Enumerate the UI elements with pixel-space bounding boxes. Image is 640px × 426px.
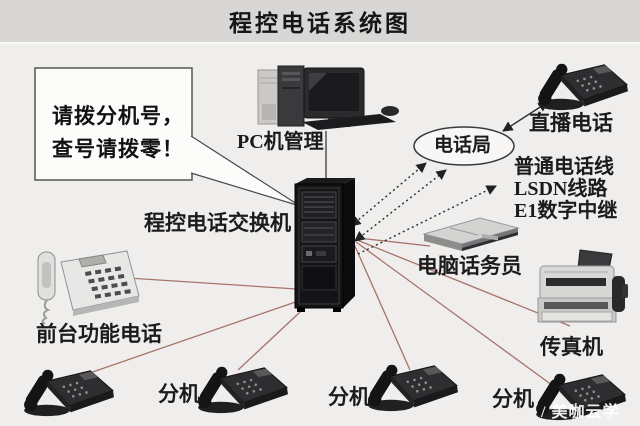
pc-label: PC机管理 xyxy=(237,131,324,153)
exchange-label: 程控电话交换机 xyxy=(144,211,291,235)
direct-dial-phone-label: 直播电话 xyxy=(529,111,613,135)
extension-label-1: 分机 xyxy=(158,382,200,406)
trunk-line-2-label: LSDN线路 xyxy=(514,178,608,200)
trunk-line-3-label: E1数字中继 xyxy=(514,200,618,222)
direct-dial-phone-icon xyxy=(537,63,629,111)
title-bar: 程控电话系统图 xyxy=(0,0,640,44)
front-desk-phone-label: 前台功能电话 xyxy=(36,322,162,346)
telephone-office-node xyxy=(413,126,515,166)
line-to-fax xyxy=(356,239,571,327)
extension-label-2: 分机 xyxy=(328,385,370,409)
callout-bubble xyxy=(34,67,301,207)
dotted-arrow-exchange-office-2 xyxy=(354,169,447,242)
extension-label-3: 分机 xyxy=(492,387,534,411)
line-to-extension-4 xyxy=(355,241,557,389)
exchange-rack-icon xyxy=(294,178,355,312)
page-title: 程控电话系统图 xyxy=(229,11,411,36)
dotted-arrow-exchange-trunk xyxy=(357,185,497,255)
extension-lines xyxy=(77,237,571,389)
telephone-office-label: 电话局 xyxy=(434,135,492,156)
extension-phone-2-icon xyxy=(197,366,289,414)
trunk-links xyxy=(350,162,497,255)
line-to-extension-3 xyxy=(353,243,411,371)
fax-label: 传真机 xyxy=(540,335,603,359)
line-to-front-desk-phone xyxy=(127,277,313,291)
trunk-line-1-label: 普通电话线 xyxy=(514,156,614,178)
line-to-extension-1 xyxy=(77,296,311,378)
callout-line-1: 请拨分机号， xyxy=(52,104,184,128)
watermark: / 美咖云学 xyxy=(541,404,620,421)
extension-phone-1-icon xyxy=(23,369,115,417)
fax-machine-icon xyxy=(537,249,628,323)
computer-operator-label: 电脑话务员 xyxy=(417,254,522,278)
pc-computer-icon xyxy=(257,65,399,130)
computer-operator-icon xyxy=(422,217,520,251)
front-desk-phone-icon xyxy=(37,250,140,324)
extension-phone-3-icon xyxy=(367,364,459,412)
callout-line-2: 查号请拨零！ xyxy=(52,137,184,161)
callout-text: 请拨分机号， 查号请拨零！ xyxy=(52,100,184,166)
